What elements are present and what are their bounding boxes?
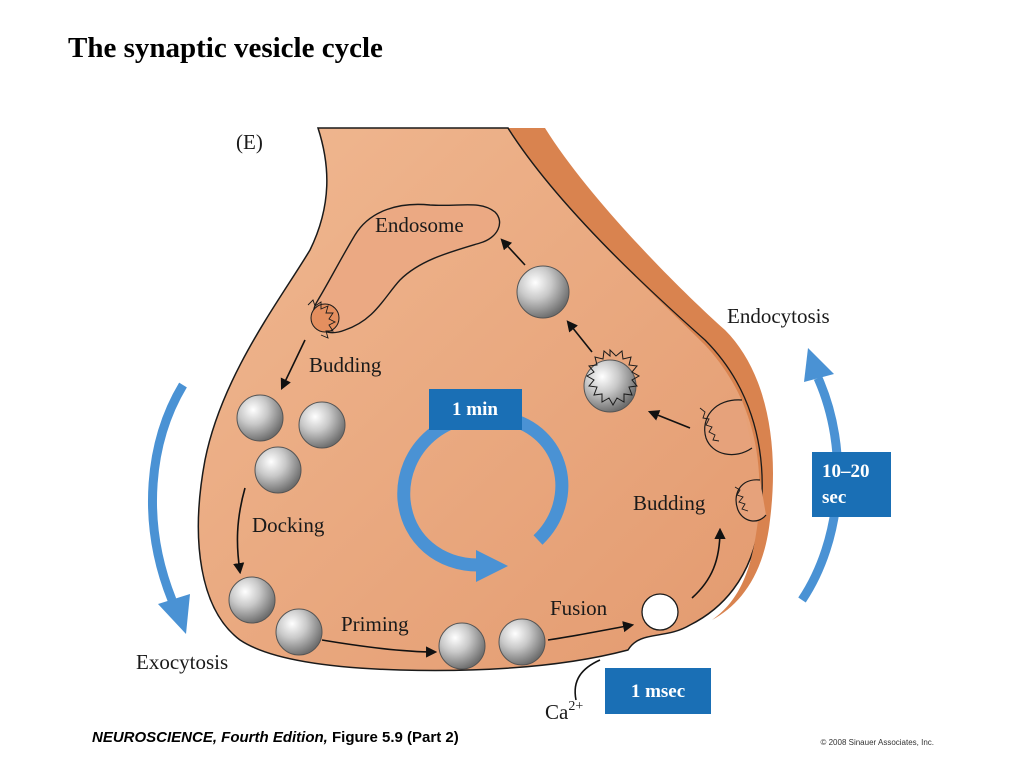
label-endosome: Endosome	[375, 213, 464, 237]
time-label-1min: 1 min	[452, 399, 498, 420]
endosome	[312, 203, 501, 334]
vesicle	[498, 618, 546, 666]
panel-label: (E)	[236, 130, 263, 154]
label-exocytosis: Exocytosis	[136, 650, 228, 674]
arrow-pit-to-coated	[647, 410, 691, 429]
figure-citation: NEUROSCIENCE, Fourth Edition, Figure 5.9…	[92, 729, 459, 746]
fusion-pore	[641, 593, 679, 631]
cycle-arrowhead-icon	[476, 550, 508, 582]
figure-number: Figure 5.9 (Part 2)	[332, 729, 459, 746]
clathrin-coat-pit-icon	[699, 407, 720, 442]
arrow-ca-entry	[574, 659, 601, 701]
label-calcium-charge: 2+	[568, 699, 583, 714]
vesicle	[298, 401, 346, 449]
time-box-bottom	[605, 668, 711, 714]
vesicle	[228, 576, 276, 624]
vesicle	[275, 608, 323, 656]
arrow-budding-right	[691, 527, 726, 599]
arrow-coated-to-vesicle	[566, 320, 593, 353]
book-title: NEUROSCIENCE, Fourth Edition,	[92, 729, 328, 746]
arrow-priming	[321, 639, 438, 658]
time-label-10-20: 10–20	[822, 461, 870, 482]
arrow-fusion	[547, 621, 635, 641]
time-label-1msec: 1 msec	[631, 681, 685, 702]
time-label-sec: sec	[822, 487, 846, 508]
exocytosis-arrow-icon	[148, 382, 187, 602]
exocytosis-arrowhead-icon	[158, 594, 190, 634]
time-box-center	[429, 389, 522, 430]
label-priming: Priming	[341, 612, 409, 636]
vesicle	[438, 622, 486, 670]
endosome-bud	[310, 303, 340, 333]
arrow-pool-to-docking	[233, 487, 246, 575]
label-fusion: Fusion	[550, 596, 608, 620]
pathway-arrows	[233, 238, 726, 701]
slide-title: The synaptic vesicle cycle	[68, 32, 383, 64]
endocytic-pit-lower	[735, 479, 767, 522]
label-calcium: Ca2+	[545, 699, 583, 724]
clathrin-coat-pit-lower-icon	[734, 486, 749, 512]
vesicle	[236, 394, 284, 442]
vesicle	[254, 446, 302, 494]
label-calcium-symbol: Ca	[545, 700, 569, 724]
label-docking: Docking	[252, 513, 325, 537]
clathrin-coat-icon	[585, 348, 641, 407]
endocytosis-arrowhead-icon	[804, 348, 834, 382]
vesicle-pool	[228, 265, 637, 670]
arrow-budding-to-pool	[280, 339, 306, 391]
copyright: © 2008 Sinauer Associates, Inc.	[820, 738, 934, 747]
vesicle	[516, 265, 570, 319]
time-box-right	[812, 452, 891, 517]
clathrin-coat-endosome-icon	[307, 299, 337, 339]
label-budding-left: Budding	[309, 353, 382, 377]
label-budding-right: Budding	[633, 491, 706, 515]
arrow-vesicle-to-endosome	[500, 238, 526, 266]
label-endocytosis: Endocytosis	[727, 304, 830, 328]
